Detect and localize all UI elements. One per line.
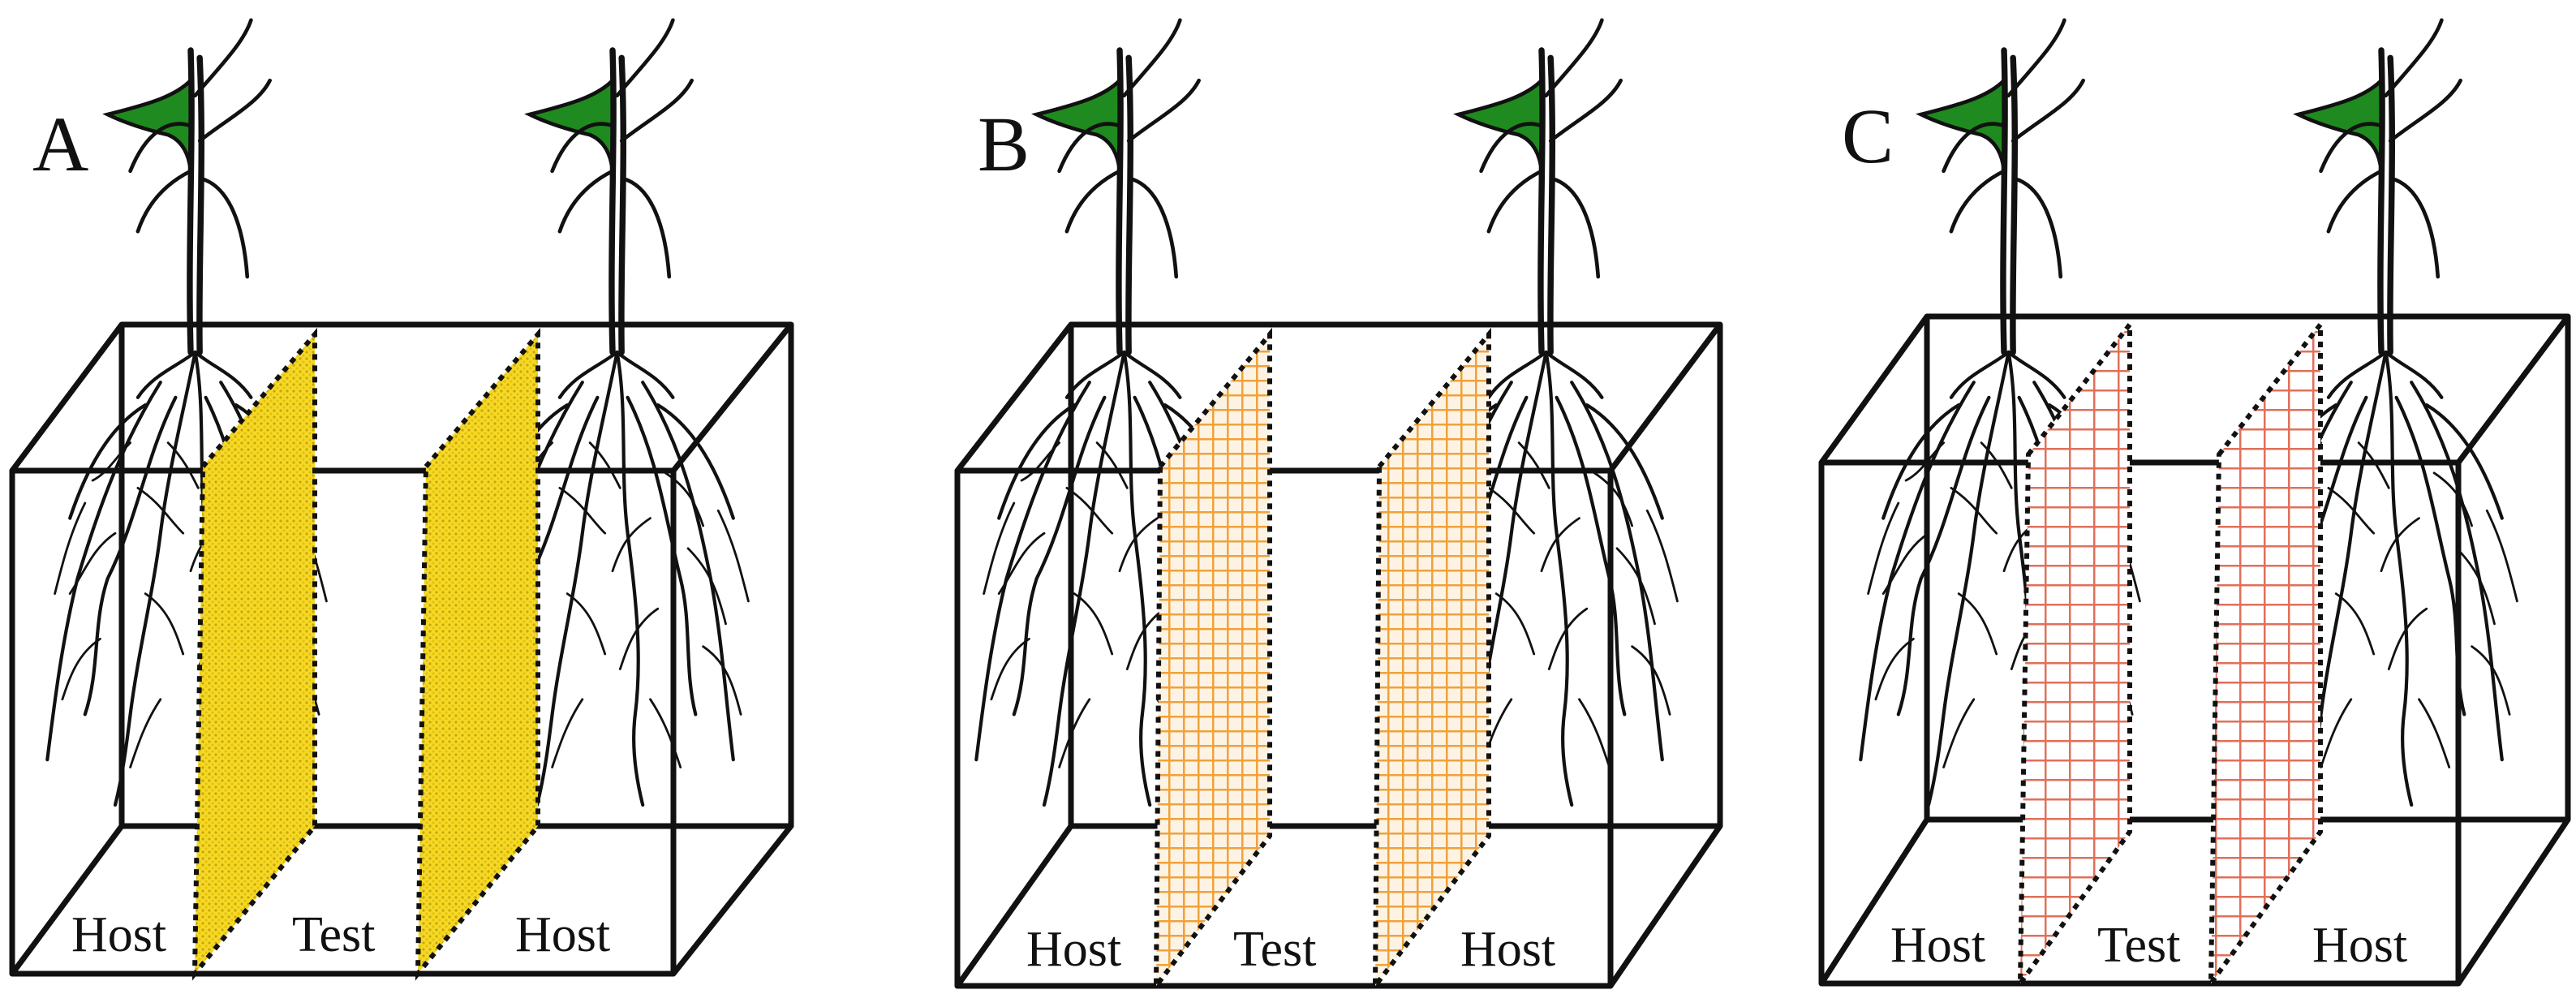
box-outline [954, 321, 1723, 989]
label-test: Test [292, 907, 375, 962]
label-host-right: Host [1460, 922, 1555, 977]
divider-membrane-right [418, 334, 538, 974]
box-outline [9, 321, 794, 977]
panel-b: B Host Test Host [954, 20, 1723, 994]
divider-membrane-left [2020, 325, 2130, 983]
panel-a: A Host Test Host [9, 20, 794, 981]
panel-letter: A [32, 101, 88, 187]
label-host-left: Host [1026, 922, 1121, 977]
panel-c: C Host Test Host [1818, 20, 2571, 992]
divider-membrane-right [2211, 325, 2320, 983]
divider-membrane-left [1156, 334, 1270, 986]
label-test: Test [1233, 922, 1316, 977]
label-host-left: Host [1890, 918, 1985, 973]
divider-membrane-right [1375, 334, 1489, 986]
box-outline [1818, 313, 2571, 987]
label-test: Test [2097, 918, 2180, 973]
divider-membrane-left [195, 334, 315, 974]
label-host-left: Host [71, 907, 166, 962]
label-host-right: Host [515, 907, 610, 962]
panel-letter: C [1842, 93, 1894, 179]
label-host-right: Host [2312, 918, 2407, 973]
panel-letter: B [978, 101, 1030, 187]
